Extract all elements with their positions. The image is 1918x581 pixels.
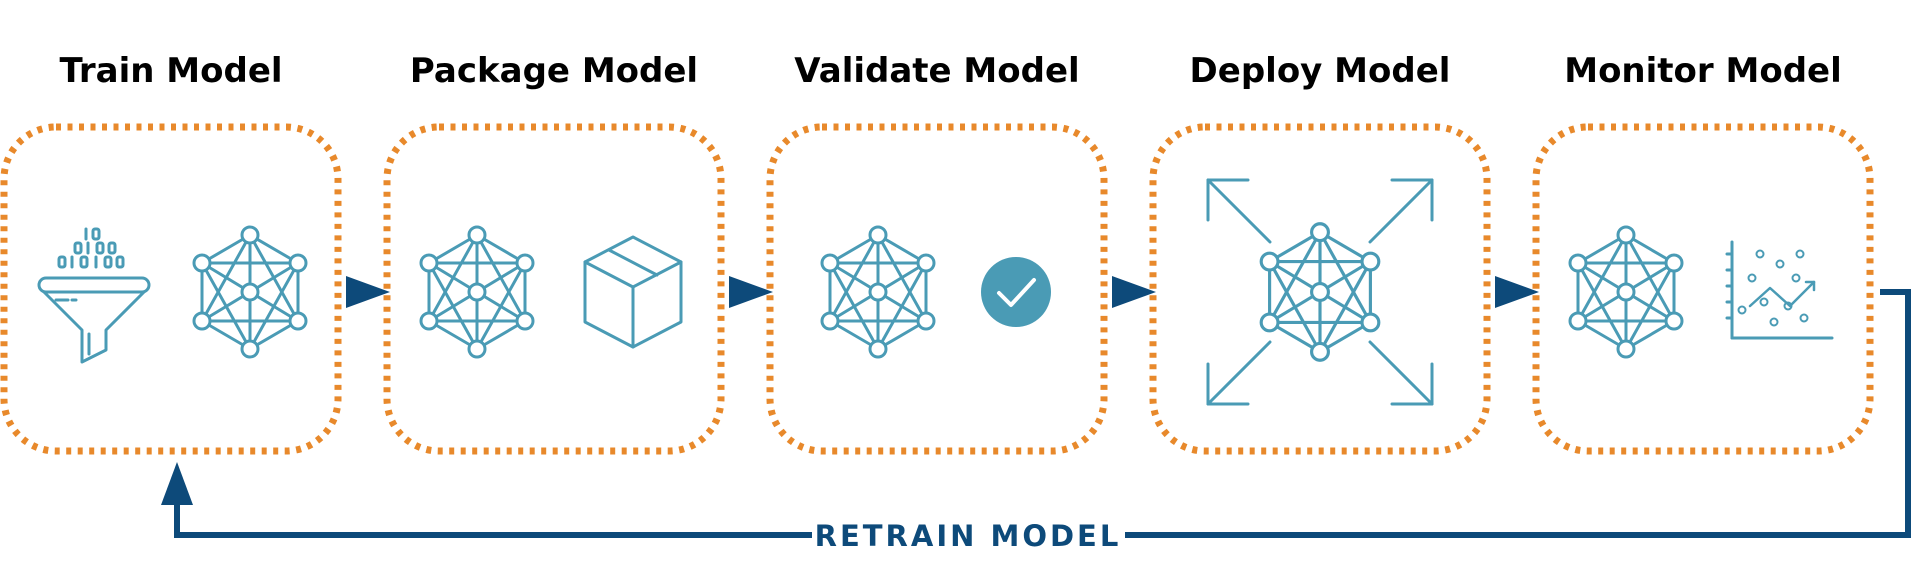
stage-1: Train Model	[0, 51, 342, 455]
checkmark-circle-icon	[981, 257, 1051, 327]
retrain-arrow-head	[161, 462, 193, 505]
retrain-line	[174, 500, 812, 538]
stage-box	[383, 123, 725, 455]
stage-box	[1532, 123, 1874, 455]
neural-network-icon	[419, 225, 535, 359]
retrain-label: RETRAIN MODEL	[815, 519, 1122, 553]
neural-network-icon	[1259, 222, 1381, 362]
stage-title: Monitor Model	[1564, 51, 1842, 91]
stage-title: Deploy Model	[1190, 51, 1451, 91]
stage-title: Validate Model	[794, 51, 1079, 91]
retrain-line	[1125, 289, 1911, 538]
neural-network-icon	[1568, 225, 1684, 359]
stage-title: Package Model	[410, 51, 698, 91]
flow-arrow	[729, 276, 773, 308]
stage-box	[1149, 123, 1491, 455]
flow-arrow	[1112, 276, 1156, 308]
stage-2: Package Model	[383, 51, 725, 455]
scatter-chart-icon	[1725, 240, 1834, 340]
flow-arrow	[346, 276, 390, 308]
stage-box	[0, 123, 342, 455]
stage-box	[766, 123, 1108, 455]
box-icon	[583, 235, 683, 349]
neural-network-icon	[820, 225, 936, 359]
stage-4: Deploy Model	[1149, 51, 1491, 455]
stage-3: Validate Model	[766, 51, 1108, 455]
stage-5: Monitor Model	[1532, 51, 1874, 455]
flow-arrow	[1495, 276, 1539, 308]
data-funnel-icon	[37, 227, 151, 364]
neural-network-icon	[192, 225, 308, 359]
expand-arrows-icon	[1206, 178, 1434, 406]
retrain-loop: RETRAIN MODEL	[161, 289, 1911, 553]
stage-title: Train Model	[59, 51, 282, 91]
